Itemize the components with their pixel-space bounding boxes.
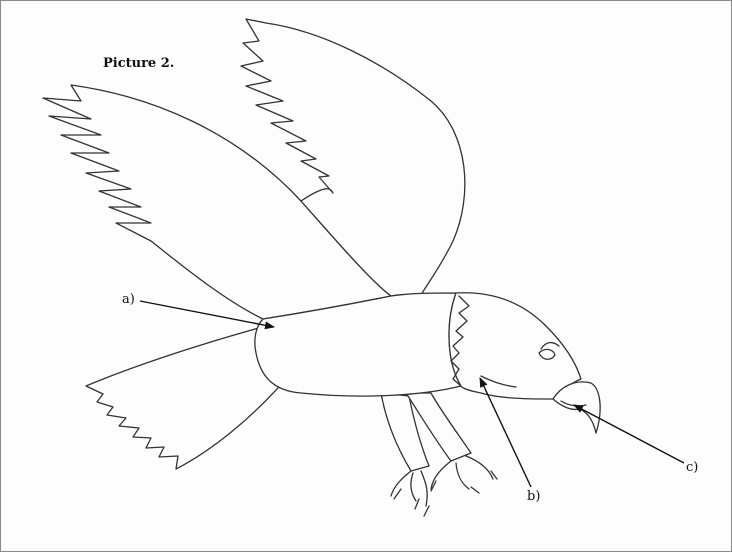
label-a: a) bbox=[122, 293, 135, 306]
figure-title: Picture 2. bbox=[103, 57, 174, 70]
arrow-c bbox=[574, 405, 684, 463]
label-b: b) bbox=[527, 490, 540, 503]
legs bbox=[381, 393, 497, 516]
head bbox=[449, 293, 581, 399]
label-c: c) bbox=[686, 461, 698, 474]
